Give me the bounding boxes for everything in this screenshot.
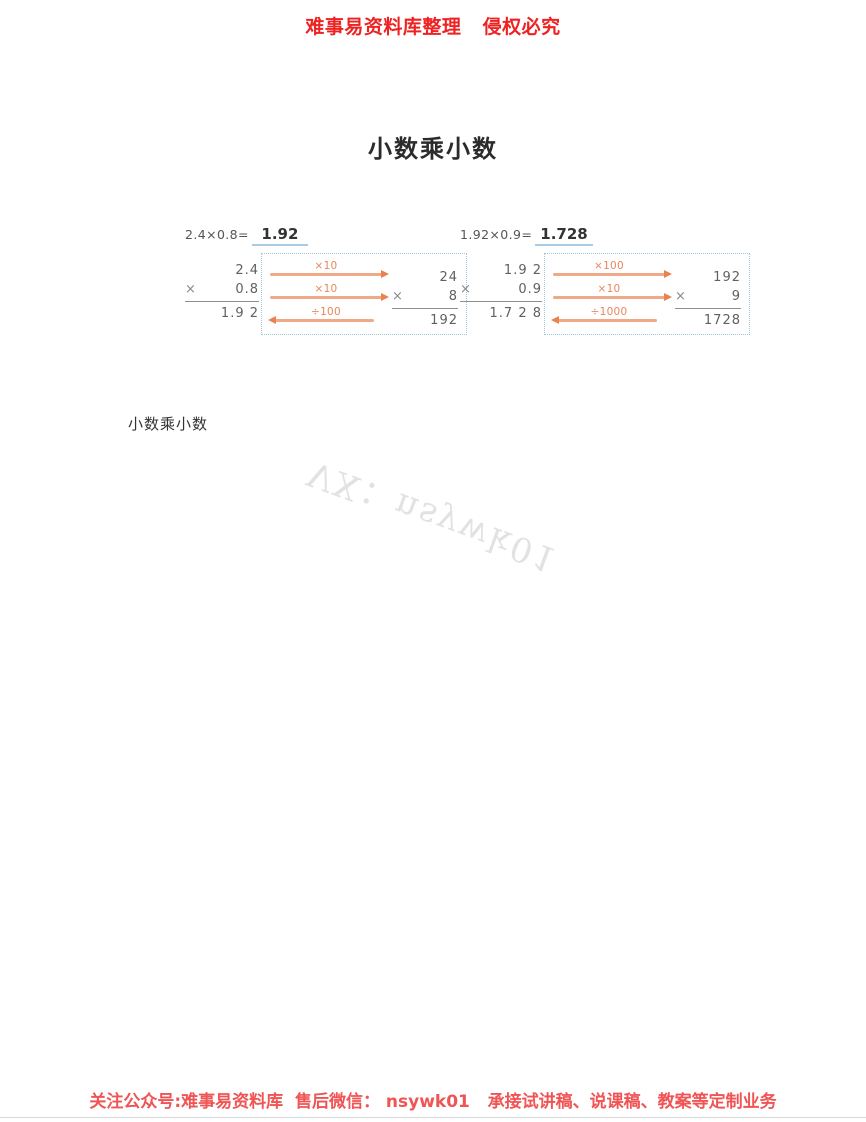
multiply-operator: × <box>675 289 687 304</box>
factor2-value: 0.8 <box>235 282 259 297</box>
product-row: 1.7 2 8 <box>460 301 542 323</box>
arrow-right-icon <box>553 270 672 278</box>
product-row: 192 <box>392 308 458 330</box>
factor1-row: 2.4 <box>185 261 259 280</box>
worked-examples-figure: 2.4×0.8=1.92 2.4 × 0.8 1.9 2 <box>0 225 866 345</box>
example-panel-left: 2.4 × 0.8 1.9 2 ×10 ×10 <box>185 253 469 335</box>
conversion-arrow-2: ×10 <box>270 283 389 306</box>
arrow-label: ÷100 <box>310 306 342 318</box>
factor1-row: 1.9 2 <box>460 261 542 280</box>
integer-calculation-left: 24 × 8 192 <box>382 260 458 330</box>
promo-footer-banner: 关注公众号:难事易资料库 售后微信： nsywk01 承接试讲稿、说课稿、教案等… <box>89 1092 777 1112</box>
factor2-value: 0.9 <box>518 282 542 297</box>
arrow-right-icon <box>553 293 672 301</box>
multiply-operator: × <box>185 282 197 297</box>
multiply-operator: × <box>460 282 472 297</box>
factor1-row: 192 <box>675 268 741 287</box>
factor2-value: 8 <box>448 289 458 304</box>
copyright-header-banner: 难事易资料库整理 侵权必究 <box>305 16 561 38</box>
equation-answer: 1.728 <box>535 225 593 246</box>
multiply-operator: × <box>392 289 404 304</box>
factor1-value: 2.4 <box>235 263 259 278</box>
factor2-row: × 0.8 <box>185 280 259 299</box>
conversion-arrow-1: ×10 <box>270 260 389 283</box>
worked-example-right: 1.92×0.9=1.728 1.9 2 × 0.9 1.7 2 8 ×100 <box>460 225 752 335</box>
factor1-value: 192 <box>713 270 741 285</box>
product-row: 1728 <box>675 308 741 330</box>
page-title: 小数乘小数 <box>368 135 498 163</box>
conversion-arrow-3: ÷100 <box>268 306 382 329</box>
arrow-label: ×10 <box>314 283 338 295</box>
equation-line-left: 2.4×0.8=1.92 <box>185 225 469 246</box>
product-value: 1.7 2 8 <box>489 306 542 321</box>
arrow-stack-left: ×10 ×10 ÷100 <box>268 260 389 329</box>
conversion-arrow-1: ×100 <box>553 260 672 283</box>
footer-divider <box>0 1117 866 1118</box>
factor1-row: 24 <box>392 268 458 287</box>
decimal-calculation-left: 2.4 × 0.8 1.9 2 <box>185 253 259 323</box>
body-paragraph: 小数乘小数 <box>128 415 209 433</box>
arrow-left-icon <box>551 316 657 324</box>
conversion-arrow-3: ÷1000 <box>551 306 665 329</box>
factor2-row: × 9 <box>675 287 741 306</box>
product-value: 192 <box>430 313 458 328</box>
equation-expression: 1.92×0.9= <box>460 227 533 242</box>
product-value: 1.9 2 <box>220 306 259 321</box>
arrow-stack-right: ×100 ×10 ÷1000 <box>551 260 672 329</box>
conversion-arrow-box-right: ×100 ×10 ÷1000 192 <box>544 253 750 335</box>
arrow-label: ×100 <box>593 260 625 272</box>
example-panel-right: 1.9 2 × 0.9 1.7 2 8 ×100 ×10 <box>460 253 752 335</box>
arrow-label: ÷1000 <box>590 306 628 318</box>
product-row: 1.9 2 <box>185 301 259 323</box>
factor2-value: 9 <box>731 289 741 304</box>
decimal-calculation-right: 1.9 2 × 0.9 1.7 2 8 <box>460 253 542 323</box>
watermark: VX：nsywk01 <box>302 452 565 581</box>
arrow-right-icon <box>270 270 389 278</box>
arrow-label: ×10 <box>314 260 338 272</box>
factor1-value: 1.9 2 <box>503 263 542 278</box>
arrow-left-icon <box>268 316 374 324</box>
equation-line-right: 1.92×0.9=1.728 <box>460 225 752 246</box>
equation-expression: 2.4×0.8= <box>185 227 249 242</box>
arrow-label: ×10 <box>597 283 621 295</box>
factor1-value: 24 <box>439 270 458 285</box>
factor2-row: × 8 <box>392 287 458 306</box>
equation-answer: 1.92 <box>251 225 308 246</box>
integer-calculation-right: 192 × 9 1728 <box>665 260 741 330</box>
arrow-right-icon <box>270 293 389 301</box>
conversion-arrow-box-left: ×10 ×10 ÷100 24 <box>261 253 467 335</box>
worked-example-left: 2.4×0.8=1.92 2.4 × 0.8 1.9 2 <box>185 225 469 335</box>
factor2-row: × 0.9 <box>460 280 542 299</box>
conversion-arrow-2: ×10 <box>553 283 672 306</box>
product-value: 1728 <box>703 313 741 328</box>
